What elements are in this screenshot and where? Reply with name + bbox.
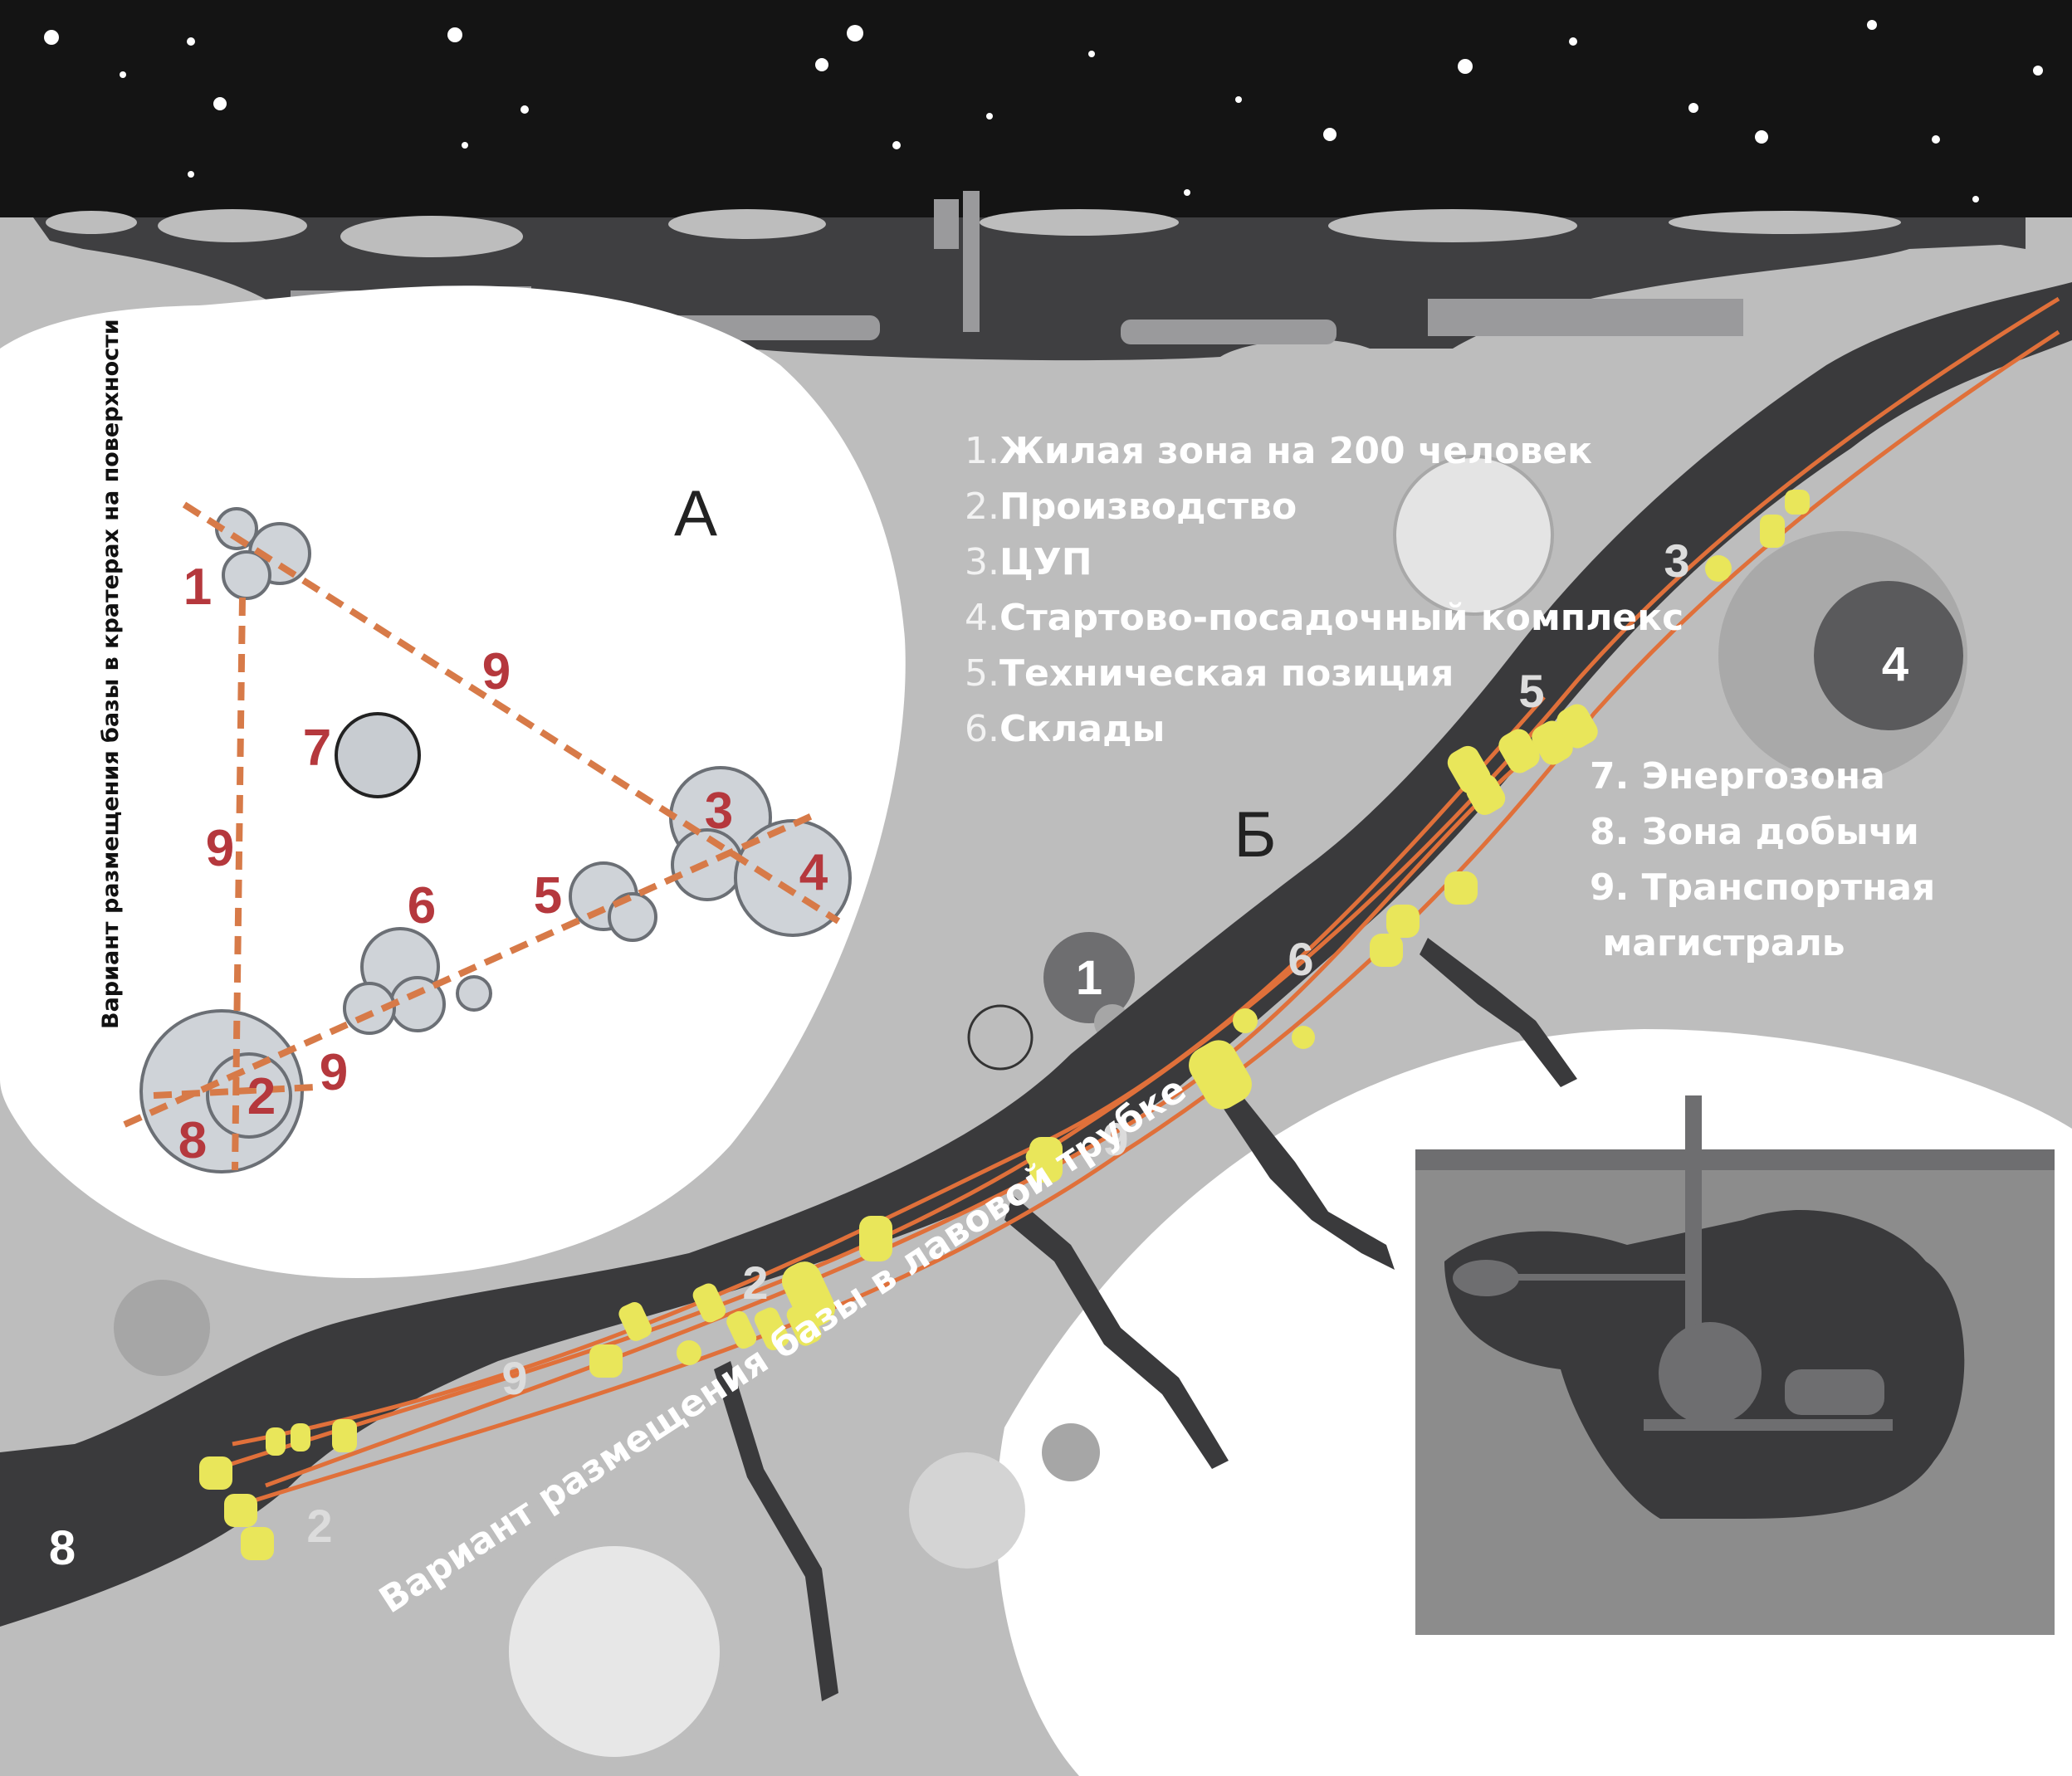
zone-7-circle xyxy=(336,714,419,797)
crater-label-4: 4 xyxy=(799,844,828,901)
tube-label-3: 3 xyxy=(1664,534,1689,587)
crater-label-3: 3 xyxy=(705,783,733,840)
crater-decor xyxy=(909,1452,1025,1569)
legend-item-7: 7. Энергозона xyxy=(1590,755,1885,798)
crater-label-9: 9 xyxy=(206,820,234,877)
crater-label-2: 2 xyxy=(247,1068,276,1125)
map-label-1: 1 xyxy=(1076,951,1102,1005)
inset-dome xyxy=(1659,1322,1762,1425)
section-label-b: Б xyxy=(1234,798,1276,871)
tube-label-2: 2 xyxy=(742,1256,768,1309)
map-label-4: 4 xyxy=(1882,637,1908,691)
tube-label-6: 6 xyxy=(1288,933,1313,985)
crater-decor xyxy=(114,1280,210,1376)
tube-label-9: 9 xyxy=(501,1352,527,1404)
inset-module xyxy=(1453,1260,1519,1296)
map-label-8: 8 xyxy=(49,1521,76,1575)
zone-1-circle xyxy=(223,552,270,598)
legend-item-6: 6.Склады xyxy=(965,708,1165,750)
crater-decor xyxy=(1042,1423,1100,1481)
crater-label-6: 6 xyxy=(408,877,436,934)
legend-item-9: 9. Транспортная xyxy=(1590,866,1935,909)
crater-label-5: 5 xyxy=(534,867,562,925)
night-sky xyxy=(0,0,2072,217)
inset-corridor xyxy=(1494,1274,1698,1281)
legend-item-8: 8. Зона добычи xyxy=(1590,811,1919,853)
crater-label-9: 9 xyxy=(320,1044,348,1101)
crater-decor xyxy=(1395,456,1552,614)
tube-label-2: 2 xyxy=(306,1500,332,1552)
zone-6-circle xyxy=(457,977,491,1010)
crater-label-8: 8 xyxy=(178,1112,207,1169)
crater-label-1: 1 xyxy=(183,559,212,616)
legend-item-4: 4.Стартово-посадочный комплекс xyxy=(965,597,1684,639)
caption-surface-variant: Вариант размещения базы в кратерах на по… xyxy=(98,319,124,1029)
inset-deck xyxy=(1644,1419,1893,1431)
inset-module xyxy=(1785,1369,1884,1415)
crater-decor xyxy=(506,1544,722,1759)
legend-item-9-cont: магистраль xyxy=(1590,922,1845,964)
cutaway-inset xyxy=(1415,1095,2055,1635)
legend-item-5: 5.Техническая позиция xyxy=(965,652,1454,695)
crater-decor xyxy=(969,1006,1032,1069)
crater-label-9: 9 xyxy=(482,643,511,700)
section-label-a: А xyxy=(674,476,717,549)
tube-label-5: 5 xyxy=(1518,665,1544,717)
legend-item-3: 3.ЦУП xyxy=(965,541,1092,583)
legend-item-1: 1.Жилая зона на 200 человек xyxy=(965,430,1592,472)
crater-label-7: 7 xyxy=(303,720,331,777)
inset-surface xyxy=(1415,1149,2055,1170)
legend-item-2: 2.Производство xyxy=(965,485,1297,528)
